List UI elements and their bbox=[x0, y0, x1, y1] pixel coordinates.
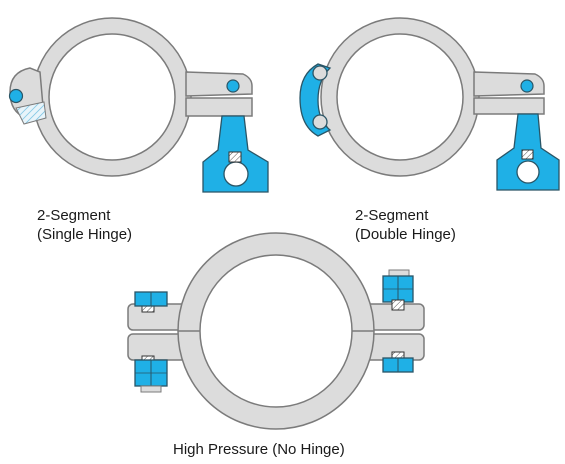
double-hinge-caption: 2-Segment (Double Hinge) bbox=[355, 206, 456, 244]
double-hinge-top-flange bbox=[473, 71, 545, 97]
double-hinge-clamp-ring bbox=[320, 17, 480, 177]
single-hinge-caption: 2-Segment (Single Hinge) bbox=[37, 206, 132, 244]
single-hinge-caption-line2: (Single Hinge) bbox=[37, 226, 133, 243]
double-hinge-lower-pin bbox=[312, 114, 328, 130]
high-pressure-clamp bbox=[127, 232, 425, 430]
high-pressure-right-bolt bbox=[382, 269, 414, 373]
double-hinge-caption-line1: 2-Segment bbox=[355, 207, 429, 224]
double-hinge-bolt-pivot bbox=[520, 79, 534, 93]
single-hinge-clamp-ring bbox=[32, 17, 192, 177]
high-pressure-clamp-ring bbox=[177, 232, 375, 430]
high-pressure-caption-label: High Pressure (No Hinge) bbox=[173, 441, 345, 458]
single-hinge-bottom-flange bbox=[185, 97, 253, 117]
double-hinge-wing-nut bbox=[496, 113, 560, 191]
double-hinge-upper-pin bbox=[312, 65, 328, 81]
double-hinge-clamp bbox=[299, 17, 560, 191]
high-pressure-left-bolt bbox=[134, 291, 168, 393]
single-hinge-top-flange bbox=[185, 71, 253, 97]
single-hinge-section-hatch bbox=[15, 101, 47, 125]
high-pressure-caption: High Pressure (No Hinge) bbox=[173, 440, 345, 459]
double-hinge-bottom-flange bbox=[473, 97, 545, 115]
single-hinge-caption-line1: 2-Segment bbox=[37, 207, 111, 224]
single-hinge-clamp bbox=[8, 17, 269, 193]
double-hinge-caption-line2: (Double Hinge) bbox=[355, 226, 456, 243]
single-hinge-wing-nut bbox=[202, 115, 269, 193]
single-hinge-pin bbox=[8, 88, 24, 104]
double-hinge-link bbox=[299, 63, 332, 137]
single-hinge-bolt-pivot bbox=[226, 79, 240, 93]
